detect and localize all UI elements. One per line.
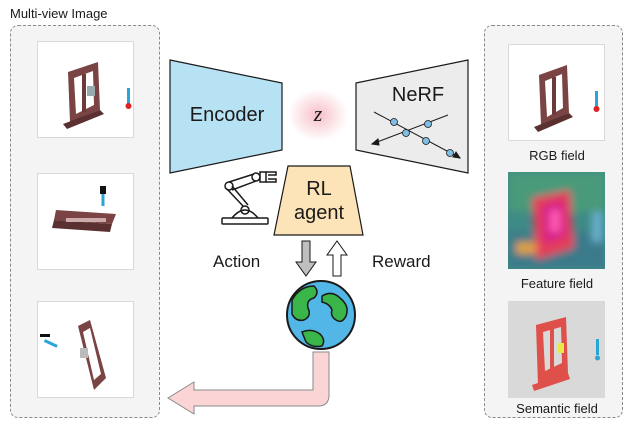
rgb-field-image — [508, 44, 605, 141]
view-image-1 — [37, 41, 134, 138]
globe-icon — [286, 280, 356, 350]
feature-field-image — [508, 172, 605, 269]
semantic-field-label: Semantic field — [516, 401, 598, 416]
rl-agent-label-line1: RL — [306, 178, 332, 200]
encoder-label: Encoder — [189, 104, 265, 126]
reward-label: Reward — [372, 252, 431, 271]
left-panel-title: Multi-view Image — [10, 6, 108, 21]
nerf-ray-icon — [370, 111, 462, 159]
window-model — [52, 210, 116, 232]
latent-z-label: z — [313, 101, 323, 126]
robot-gripper — [100, 186, 106, 206]
robot-gripper — [125, 88, 132, 109]
robot-gripper — [40, 334, 58, 348]
semantic-field-image — [508, 301, 605, 398]
return-arrow — [167, 351, 330, 415]
nerf-label: NeRF — [391, 84, 445, 106]
rl-agent-block — [273, 165, 364, 236]
view-image-2 — [37, 173, 134, 270]
nerf-block — [355, 59, 469, 174]
nerf-sample-points — [390, 118, 454, 157]
rl-agent-label-line2: agent — [293, 202, 345, 224]
window-model — [78, 320, 106, 390]
feature-field-label: Feature field — [520, 276, 594, 291]
view-image-3 — [37, 301, 134, 398]
reward-arrow — [326, 240, 348, 277]
robot-arm-icon — [221, 171, 277, 225]
action-label: Action — [213, 252, 261, 271]
rgb-field-label: RGB field — [529, 148, 585, 163]
window-model — [63, 62, 104, 129]
action-arrow — [295, 240, 317, 277]
latent-glow — [288, 89, 348, 141]
encoder-block — [169, 59, 283, 174]
